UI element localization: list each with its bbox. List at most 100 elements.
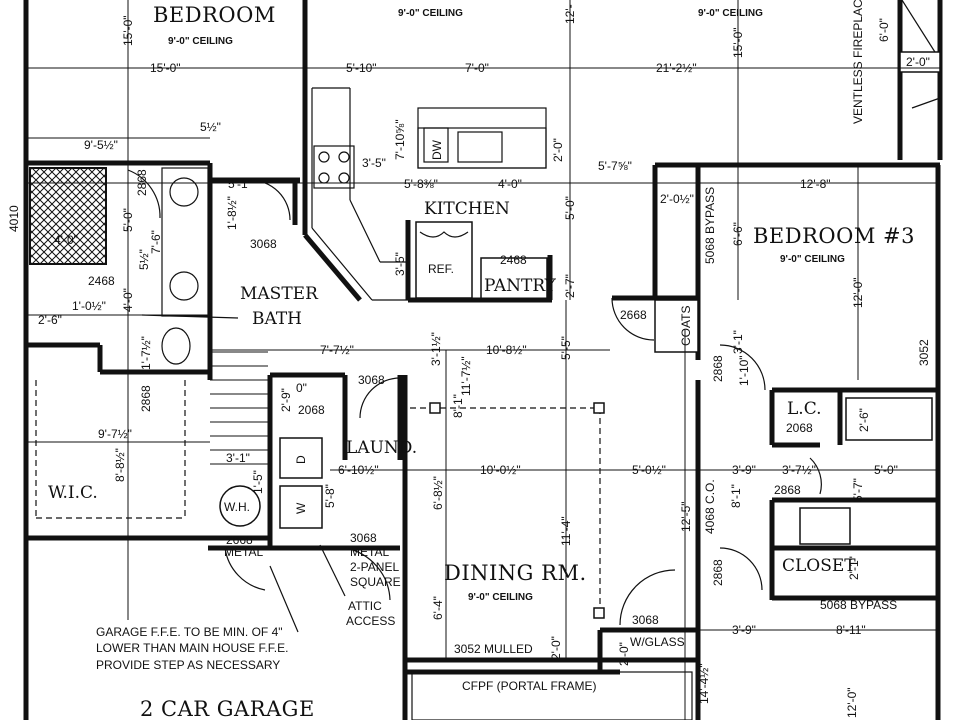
dim-label: 1'-0½": [72, 299, 106, 313]
dim-label: 2'-6": [857, 408, 871, 432]
dim-label: 2068: [786, 421, 813, 435]
door-note-line-3: 2-PANEL: [350, 560, 399, 574]
dim-label: 5'-0": [121, 208, 135, 232]
dim-label: 4'-0": [54, 233, 78, 247]
washer-label: W: [294, 502, 308, 514]
dim-label: 2'-6": [38, 313, 62, 327]
notes: 3068 METAL 2-PANEL SQUARE ATTIC ACCESS M…: [96, 97, 941, 693]
dim-label: 2468: [500, 253, 527, 267]
dim-label: 3'-1½": [429, 332, 443, 366]
dim-label: 8'-8½": [113, 448, 127, 482]
dim-label: 1'-7½": [139, 336, 153, 370]
dim-label: 2668: [226, 533, 253, 547]
dim-label: 3'-9": [732, 623, 756, 637]
dim-label: 2868: [711, 355, 725, 382]
door-note-line-4: SQUARE: [350, 575, 401, 589]
attic-note-line-1: ATTIC: [348, 599, 382, 613]
dim-label: 4010: [7, 205, 21, 232]
dim-label: 8'-1": [729, 484, 743, 508]
garage-note-line-2: LOWER THAN MAIN HOUSE F.F.E.: [96, 641, 288, 655]
room-bedroom-3: BEDROOM #3: [753, 224, 915, 248]
dim-label: 21'-2½": [656, 61, 697, 75]
room-linen-closet: L.C.: [787, 399, 822, 419]
room-master-bath-1: MASTER: [240, 284, 319, 304]
dim-label: 2468: [88, 274, 115, 288]
room-labels: BEDROOM 9'-0" CEILING 9'-0" CEILING 9'-0…: [48, 3, 915, 720]
dim-label: 6'-0": [877, 18, 891, 42]
dim-label: 3052: [917, 339, 931, 366]
garage-note-line-1: GARAGE F.F.E. TO BE MIN. OF 4": [96, 625, 283, 639]
dim-label: 11'-4": [559, 516, 573, 546]
dryer-label: D: [294, 455, 308, 464]
door-note-line-1: 3068: [350, 531, 377, 545]
dim-label: 2868: [774, 483, 801, 497]
dim-label: 9'-5½": [84, 138, 118, 152]
dim-label: 8'-11": [836, 623, 866, 637]
dim-label: 2868: [135, 169, 149, 196]
water-heater-label: W.H.: [224, 500, 250, 514]
dim-label: 5068 BYPASS: [703, 187, 717, 264]
room-laundry: LAUND.: [346, 438, 417, 458]
dim-label: 4'-0": [498, 177, 522, 191]
dim-label: 3'-1": [731, 330, 745, 354]
dim-label: 5'-0": [563, 196, 577, 220]
dim-label: 5'-8": [323, 484, 337, 508]
dimension-labels: 15'-0" 15'-0" 12'- 5'-10" 7'-0" 21'-2½" …: [7, 4, 931, 718]
dim-label: 2'-1": [847, 556, 861, 580]
metal-door-note: METAL: [224, 545, 263, 559]
dim-label: 5'-5": [559, 336, 573, 360]
room-kitchen: KITCHEN: [424, 199, 510, 219]
dim-label: 5'-0": [874, 463, 898, 477]
dim-label: 3'-1": [226, 451, 250, 465]
dim-label: 4'-0": [121, 288, 135, 312]
room-pantry: PANTRY: [484, 276, 557, 296]
dim-label: 2'-0": [549, 636, 563, 660]
dim-label: 3'-9": [732, 463, 756, 477]
dim-label: 5'-7⅝": [598, 159, 632, 173]
dim-label: 2'-0": [617, 642, 631, 666]
room-closet: CLOSET: [782, 556, 856, 576]
dim-label: 4068 C.O.: [703, 479, 717, 534]
room-dining: DINING RM.: [444, 561, 587, 585]
dim-label: 5'-10": [346, 61, 377, 75]
dim-label: 3068: [632, 613, 659, 627]
dim-label: 10'-8½": [486, 343, 527, 357]
dim-label: 15'-0": [150, 61, 181, 75]
mulled-window-note: 3052 MULLED: [454, 642, 533, 656]
dim-label: 2'-7": [563, 274, 577, 298]
room-garage: 2 CAR GARAGE: [140, 697, 315, 720]
dim-label: 2'-0½": [660, 192, 694, 206]
garage-note-line-3: PROVIDE STEP AS NECESSARY: [96, 658, 280, 672]
dim-label: 5'-1": [228, 177, 252, 191]
ceiling-bedroom-3: 9'-0" CEILING: [780, 254, 845, 265]
dim-label: 6'-8½": [431, 476, 445, 510]
dim-label: 2868: [711, 559, 725, 586]
dim-label: 12'-: [563, 4, 577, 24]
dimension-lines: [26, 0, 940, 720]
dim-label: 14'-4½": [697, 663, 711, 704]
dishwasher-label: DW: [430, 139, 444, 160]
dim-label: 5'-0½": [632, 463, 666, 477]
dim-label: 5'-7": [851, 478, 865, 502]
room-bedroom-top: BEDROOM: [153, 3, 276, 27]
dim-label: 3'-7½": [782, 463, 816, 477]
room-master-bath-2: BATH: [252, 309, 302, 329]
door-note-line-2: METAL: [350, 545, 389, 559]
ceiling-dining: 9'-0" CEILING: [468, 592, 533, 603]
attic-note-line-2: ACCESS: [346, 614, 395, 628]
dim-label: 5½": [200, 120, 221, 134]
portal-frame-note: CFPF (PORTAL FRAME): [462, 679, 596, 693]
dim-label: 7'-7½": [320, 343, 354, 357]
dim-label: 1'-5": [251, 470, 265, 494]
dim-label: 6'-10½": [338, 463, 379, 477]
dim-label: 1'-8½": [225, 196, 239, 230]
dim-label: 3068: [358, 373, 385, 387]
dim-label: 9'-7½": [98, 427, 132, 441]
dim-label: 0": [296, 381, 307, 395]
dim-label: 8'-1": [451, 394, 465, 418]
dim-label: 2'-0": [551, 138, 565, 162]
room-wic: W.I.C.: [48, 483, 98, 503]
dim-label: 3068: [250, 237, 277, 251]
ceiling-top-right: 9'-0" CEILING: [698, 8, 763, 19]
